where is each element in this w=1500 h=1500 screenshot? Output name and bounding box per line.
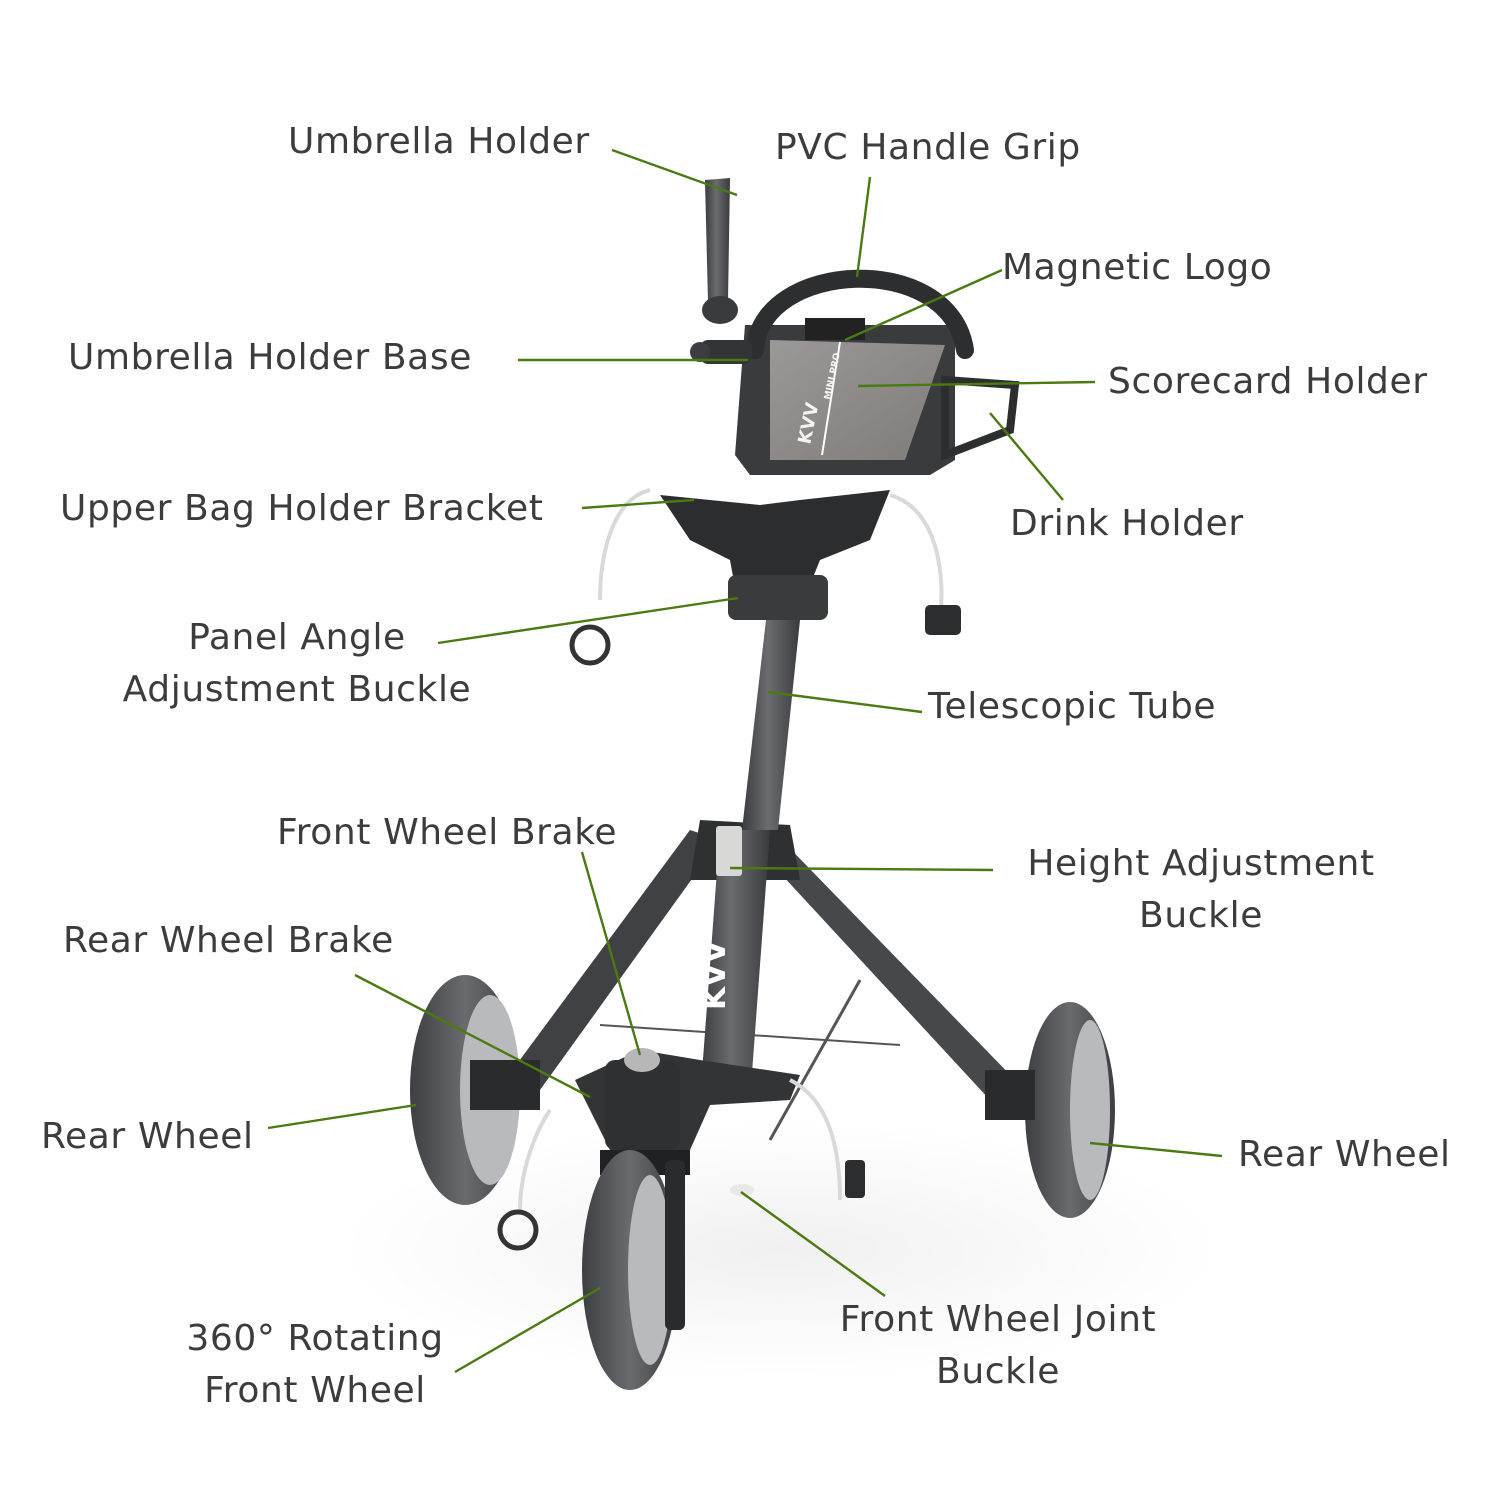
label-rear-wheel-right: Rear Wheel xyxy=(1238,1129,1451,1181)
label-rear-wheel-brake: Rear Wheel Brake xyxy=(63,915,394,967)
console-shape: KVV MINI PRO xyxy=(735,269,1020,475)
label-line: Magnetic Logo xyxy=(1002,247,1273,288)
label-line: Panel Angle xyxy=(188,617,406,658)
label-umbrella-holder: Umbrella Holder xyxy=(288,116,590,168)
label-line: Rear Wheel Brake xyxy=(63,920,394,961)
label-line: Rear Wheel xyxy=(41,1116,254,1157)
label-line: Front Wheel Joint xyxy=(839,1299,1157,1340)
label-line: Front Wheel Brake xyxy=(277,812,618,853)
leader-line-scorecard-holder xyxy=(857,380,1096,388)
leader-line-rotating-front-wheel xyxy=(454,1286,601,1374)
rear-wheel-right-shape xyxy=(985,1002,1115,1218)
label-line: Drink Holder xyxy=(1010,503,1244,544)
label-front-wheel-brake: Front Wheel Brake xyxy=(277,807,617,859)
leader-line-rear-wheel-left xyxy=(267,1103,417,1130)
rear-wheel-left-shape xyxy=(410,975,540,1205)
upper-bracket-shape xyxy=(569,488,961,666)
label-line: Front Wheel xyxy=(204,1370,426,1411)
front-wheel-shape xyxy=(497,1048,865,1390)
label-scorecard-holder: Scorecard Holder xyxy=(1108,356,1428,408)
label-line: Buckle xyxy=(936,1351,1060,1392)
label-line: Adjustment Buckle xyxy=(122,669,472,710)
label-line: Umbrella Holder Base xyxy=(68,337,472,378)
frame-logo: KVV xyxy=(698,940,733,1010)
telescopic-tube-shape: KVV xyxy=(698,620,800,1100)
label-telescopic-tube: Telescopic Tube xyxy=(928,681,1216,733)
label-line: Scorecard Holder xyxy=(1108,361,1428,402)
label-line: Height Adjustment xyxy=(1027,843,1375,884)
label-rear-wheel-left: Rear Wheel xyxy=(41,1111,254,1163)
leader-line-front-wheel-brake xyxy=(580,851,642,1056)
umbrella-holder-shape xyxy=(690,178,752,364)
leader-line-front-wheel-joint-buckle xyxy=(740,1191,886,1297)
leader-line-magnetic-logo xyxy=(844,268,1003,342)
leader-line-height-adjustment-buckle xyxy=(729,866,994,872)
label-umbrella-holder-base: Umbrella Holder Base xyxy=(68,332,472,384)
label-line: PVC Handle Grip xyxy=(775,127,1081,168)
leader-line-telescopic-tube xyxy=(767,690,923,714)
leader-lines xyxy=(267,148,1223,1374)
label-line: 360° Rotating xyxy=(186,1318,444,1359)
leader-line-upper-bag-holder-bracket xyxy=(581,498,695,510)
label-line: Upper Bag Holder Bracket xyxy=(60,488,544,529)
leader-line-rear-wheel-right xyxy=(1089,1141,1223,1158)
label-magnetic-logo: Magnetic Logo xyxy=(1002,242,1272,294)
leader-line-umbrella-holder xyxy=(611,148,738,197)
label-line: Rear Wheel xyxy=(1238,1134,1451,1175)
leader-line-pvc-handle-grip xyxy=(855,176,872,278)
label-drink-holder: Drink Holder xyxy=(1010,498,1244,550)
label-pvc-handle-grip: PVC Handle Grip xyxy=(775,122,1081,174)
leader-line-panel-angle-adjustment-buckle xyxy=(437,596,739,645)
leader-line-rear-wheel-brake xyxy=(354,973,591,1099)
label-upper-bag-holder-bracket: Upper Bag Holder Bracket xyxy=(60,483,543,535)
label-line: Umbrella Holder xyxy=(288,121,590,162)
label-line: Telescopic Tube xyxy=(928,686,1217,727)
leader-line-drink-holder xyxy=(989,412,1064,501)
label-line: Buckle xyxy=(1139,895,1263,936)
